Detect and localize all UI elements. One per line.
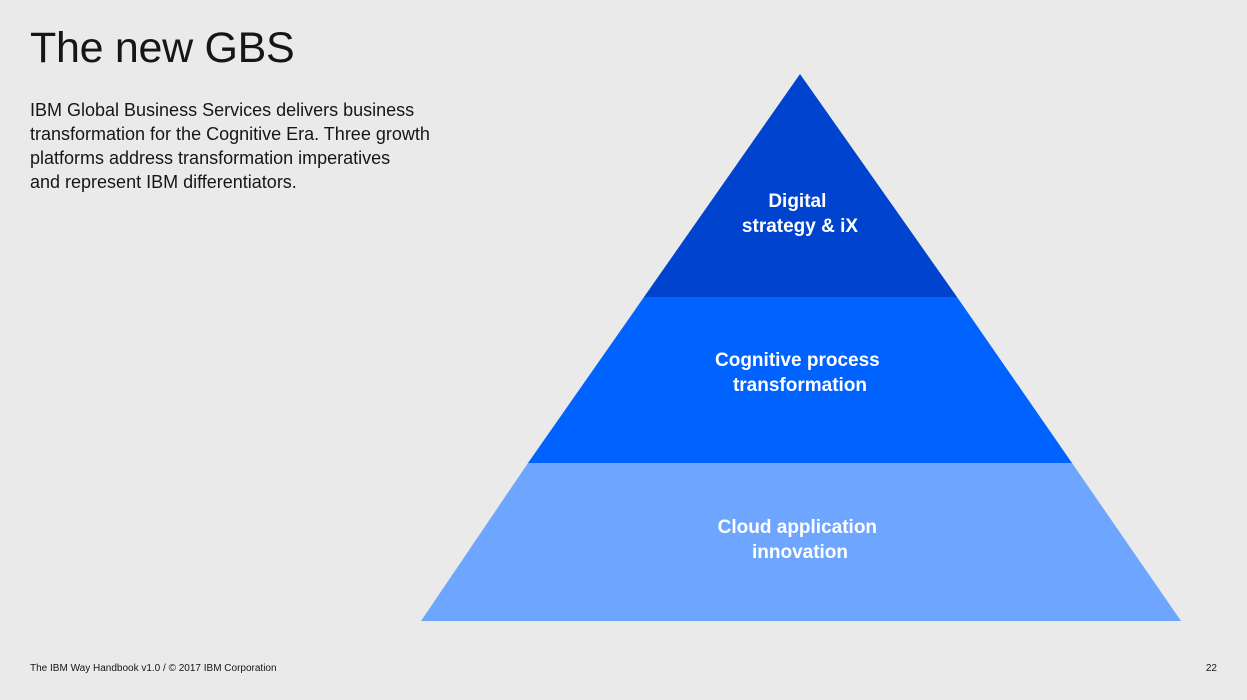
tier-label-line: Cloud application	[718, 517, 877, 538]
footer-copyright: The IBM Way Handbook v1.0 / © 2017 IBM C…	[30, 663, 277, 674]
intro-line: transformation for the Cognitive Era. Th…	[30, 124, 430, 144]
intro-line: platforms address transformation imperat…	[30, 148, 391, 168]
tier-label-line: Digital	[768, 191, 826, 212]
pyramid-tier-middle	[528, 297, 1072, 463]
tier-label-line: Cognitive process	[715, 350, 880, 371]
tier-label-line: transformation	[733, 375, 867, 396]
tier-label-line: strategy & iX	[742, 216, 858, 237]
pyramid-tier-top	[644, 74, 957, 297]
tier-label-top: Digital strategy & iX	[742, 191, 858, 237]
slide-title: The new GBS	[30, 24, 295, 72]
page-number: 22	[1205, 663, 1217, 674]
intro-line: IBM Global Business Services delivers bu…	[30, 100, 415, 120]
intro-paragraph: IBM Global Business Services delivers bu…	[30, 98, 470, 194]
tier-label-line: innovation	[752, 542, 848, 563]
pyramid-tier-bottom	[421, 463, 1181, 621]
tier-label-middle: Cognitive process transformation	[715, 350, 885, 396]
tier-label-bottom: Cloud application innovation	[718, 517, 883, 563]
intro-line: and represent IBM differentiators.	[30, 172, 297, 192]
